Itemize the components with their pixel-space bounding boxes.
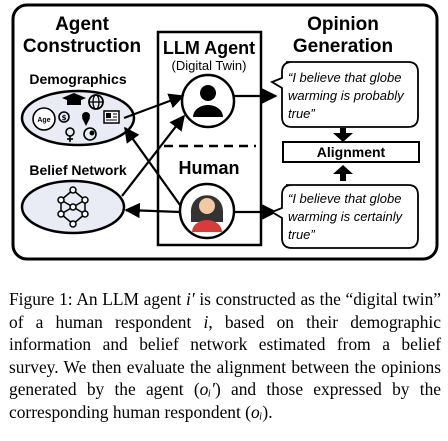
- up-arrow-icon: [333, 165, 353, 181]
- down-arrow-icon: [333, 128, 353, 142]
- agent-opinion-line3: true”: [288, 106, 315, 121]
- figure-caption: Figure 1: An LLM agent i′ is constructed…: [9, 288, 441, 424]
- human-opinion-symbol: oᵢ: [250, 401, 263, 422]
- globe-icon: [88, 94, 104, 110]
- human-opinion-line2: warming is certainly: [288, 209, 404, 224]
- human-opinion-bubble: [269, 184, 419, 249]
- human-opinion-line1: “I believe that globe: [288, 191, 401, 206]
- alignment-box: [282, 141, 420, 163]
- outer-frame: [11, 3, 439, 261]
- age-badge-icon: Age: [32, 107, 56, 131]
- gender-icon: [65, 127, 75, 142]
- money-icon: $: [58, 111, 70, 123]
- svg-text:$: $: [62, 114, 67, 122]
- alignment-label: Alignment: [317, 144, 386, 160]
- human-opinion-line3: true”: [288, 227, 315, 242]
- human-to-belief-arrow: [124, 202, 181, 219]
- agent-opinion-bubble: [269, 61, 419, 128]
- opinion-generation-title-line1: Opinion: [307, 14, 379, 35]
- agent-opinion-symbol: oᵢ′: [199, 379, 215, 400]
- demographics-to-agent-arrow: [123, 93, 185, 120]
- caption-text: ).: [262, 401, 273, 422]
- llm-agent-subtitle: (Digital Twin): [172, 58, 247, 73]
- opinion-generation-title-line2: Generation: [293, 36, 393, 57]
- human-symbol: i: [203, 311, 209, 332]
- human-to-demographics-arrow: [124, 126, 181, 206]
- figure-diagram: Agent Construction Demographics Age $: [11, 3, 439, 261]
- agent-opinion-line2: warming is probably: [288, 88, 405, 103]
- agent-opinion-line1: “I believe that globe: [288, 70, 401, 85]
- caption-text: is constructed as the “digital twin” of …: [9, 289, 442, 332]
- agent-construction-title-line1: Agent: [55, 14, 110, 35]
- caption-text: , based on their demographic information…: [9, 311, 441, 400]
- human-avatar-icon: [178, 182, 236, 240]
- agent-construction-title-line2: Construction: [23, 36, 141, 57]
- network-icon: [57, 186, 89, 228]
- human-label: Human: [178, 158, 239, 178]
- belief-to-agent-arrow: [121, 114, 185, 197]
- caption-text: ) and those expressed by the correspondi…: [9, 379, 441, 422]
- newspaper-icon: [103, 110, 120, 124]
- caption-label: Figure 1:: [9, 289, 73, 309]
- religion-icon: [83, 127, 97, 141]
- graduation-cap-icon: [62, 93, 86, 105]
- caption-text: An LLM agent: [72, 289, 187, 309]
- llm-agent-title: LLM Agent: [163, 38, 255, 58]
- svg-text:Age: Age: [37, 117, 50, 124]
- demographics-ellipse: [20, 89, 136, 147]
- belief-network-label: Belief Network: [29, 162, 126, 178]
- demographics-label: Demographics: [29, 71, 126, 87]
- location-icon: [82, 112, 90, 126]
- agent-symbol: i′: [186, 289, 195, 309]
- agent-avatar-icon: [180, 73, 236, 129]
